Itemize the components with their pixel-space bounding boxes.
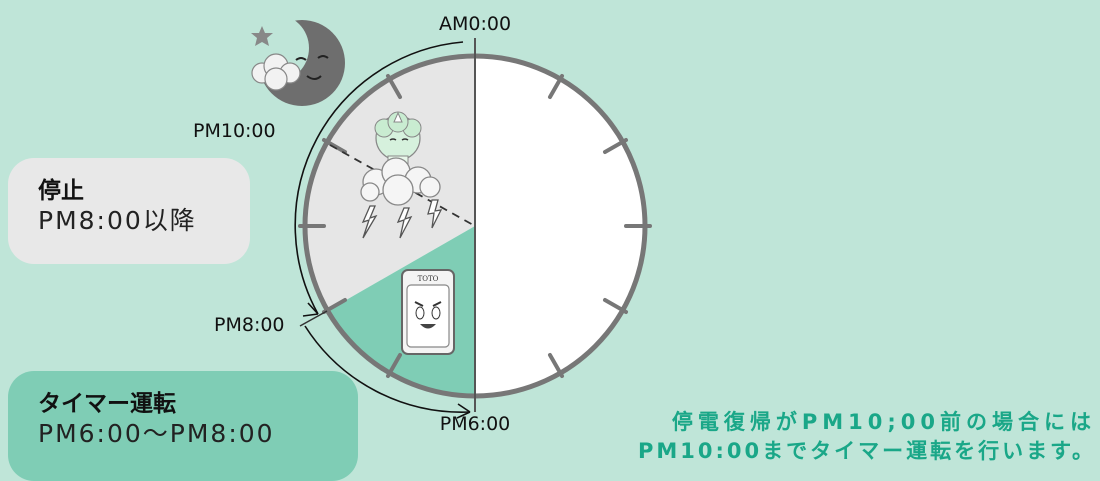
timer-title: タイマー運転: [38, 391, 176, 417]
thunder-god-icon: [360, 111, 441, 206]
pm8-boundary-line: [299, 310, 328, 327]
timer-period-arrow: [304, 325, 471, 413]
timer-arrow-head: [456, 403, 471, 419]
lightning-icon: [361, 199, 443, 239]
note-line-1: 停電復帰がPM10;00前の場合には: [671, 410, 1096, 434]
stop-info-box: 停止 PM8:00以降: [8, 158, 250, 264]
remote-brand: TOTO: [418, 275, 439, 283]
label-pm8: PM8:00: [214, 314, 285, 336]
moon-icon: [241, 14, 345, 106]
stop-period-arrow: [294, 41, 464, 315]
label-pm10: PM10:00: [193, 120, 276, 142]
timer-time: PM6:00〜PM8:00: [38, 419, 275, 448]
timer-info-box: タイマー運転 PM6:00〜PM8:00: [8, 371, 358, 481]
stop-arrow-head: [302, 302, 319, 317]
label-pm6: PM6:00: [440, 413, 511, 435]
clock-ticks: [298, 74, 652, 378]
stop-time: PM8:00以降: [38, 206, 197, 235]
power-restore-note: 停電復帰がPM10;00前の場合には PM10:00までタイマー運転を行います。: [566, 408, 1096, 466]
stop-title: 停止: [38, 178, 84, 204]
clock-diagram: AM0:00 PM10:00 PM8:00 PM6:00: [193, 13, 652, 435]
label-am0: AM0:00: [439, 13, 511, 35]
remote-controller-icon: TOTO: [401, 269, 455, 355]
note-line-2: PM10:00までタイマー運転を行います。: [637, 439, 1096, 463]
